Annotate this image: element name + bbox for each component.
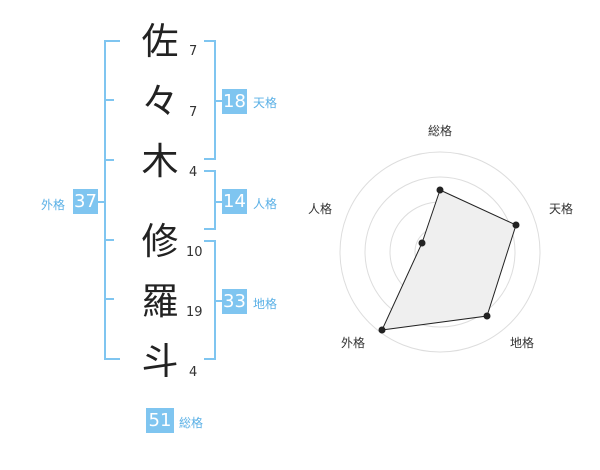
gaikaku-bracket-tick-3: [104, 239, 114, 241]
name-char-1: 佐: [141, 20, 179, 63]
soukaku-label: 総格: [179, 416, 204, 430]
radar-point-chikaku: [483, 312, 491, 320]
gaikaku-bracket-tick-4: [104, 298, 114, 300]
chikaku-bracket-bottom: [204, 358, 216, 360]
tenkaku-value-box: 18: [222, 89, 247, 114]
jinkaku-connector: [214, 201, 222, 203]
radar-point-soukaku: [436, 186, 444, 194]
gaikaku-bracket-vertical: [104, 40, 106, 360]
radar-point-jinkaku: [418, 239, 426, 247]
radar-point-gaikaku: [378, 326, 386, 334]
gaikaku-connector: [98, 201, 105, 203]
stroke-count-2: 7: [189, 105, 198, 120]
gaikaku-value-box: 37: [73, 189, 98, 214]
radar-point-tenkaku: [512, 221, 520, 229]
gaikaku-bracket-tick-2: [104, 159, 114, 161]
jinkaku-value-box: 14: [222, 189, 247, 214]
soukaku-value-box: 51: [146, 408, 174, 433]
radar-label-gaikaku: 外格: [341, 336, 366, 350]
tenkaku-label: 天格: [253, 96, 278, 110]
name-char-3: 木: [141, 140, 179, 183]
radar-shape: [381, 189, 517, 331]
stroke-count-3: 4: [189, 165, 198, 180]
chikaku-bracket-top: [204, 240, 216, 242]
name-char-4: 修: [141, 220, 179, 263]
jinkaku-bracket-vertical: [214, 170, 216, 230]
name-char-2: 々: [141, 80, 179, 123]
jinkaku-bracket-top: [204, 170, 216, 172]
name-char-6: 斗: [141, 340, 179, 383]
radar-label-soukaku: 総格: [428, 124, 453, 138]
gaikaku-bracket-bottom: [104, 358, 120, 360]
jinkaku-bracket-bottom: [204, 228, 216, 230]
gaikaku-bracket-top: [104, 40, 120, 42]
tenkaku-bracket-bottom: [204, 158, 216, 160]
gaikaku-label: 外格: [41, 198, 66, 212]
stroke-count-6: 4: [189, 365, 198, 380]
jinkaku-label: 人格: [253, 197, 278, 211]
radar-ring-3: [364, 176, 516, 328]
tenkaku-bracket-top: [204, 40, 216, 42]
tenkaku-connector: [214, 100, 222, 102]
radar-label-tenkaku: 天格: [549, 202, 574, 216]
radar-label-jinkaku: 人格: [308, 202, 333, 216]
radar-label-chikaku: 地格: [510, 336, 535, 350]
stroke-count-4: 10: [186, 245, 203, 260]
stroke-count-1: 7: [189, 44, 198, 59]
gaikaku-bracket-tick-1: [104, 99, 114, 101]
chikaku-connector: [214, 300, 222, 302]
chikaku-label: 地格: [253, 297, 278, 311]
chikaku-value-box: 33: [222, 289, 247, 314]
stroke-count-5: 19: [186, 305, 203, 320]
name-char-5: 羅: [141, 280, 179, 323]
radar-ring-4: [339, 151, 541, 353]
